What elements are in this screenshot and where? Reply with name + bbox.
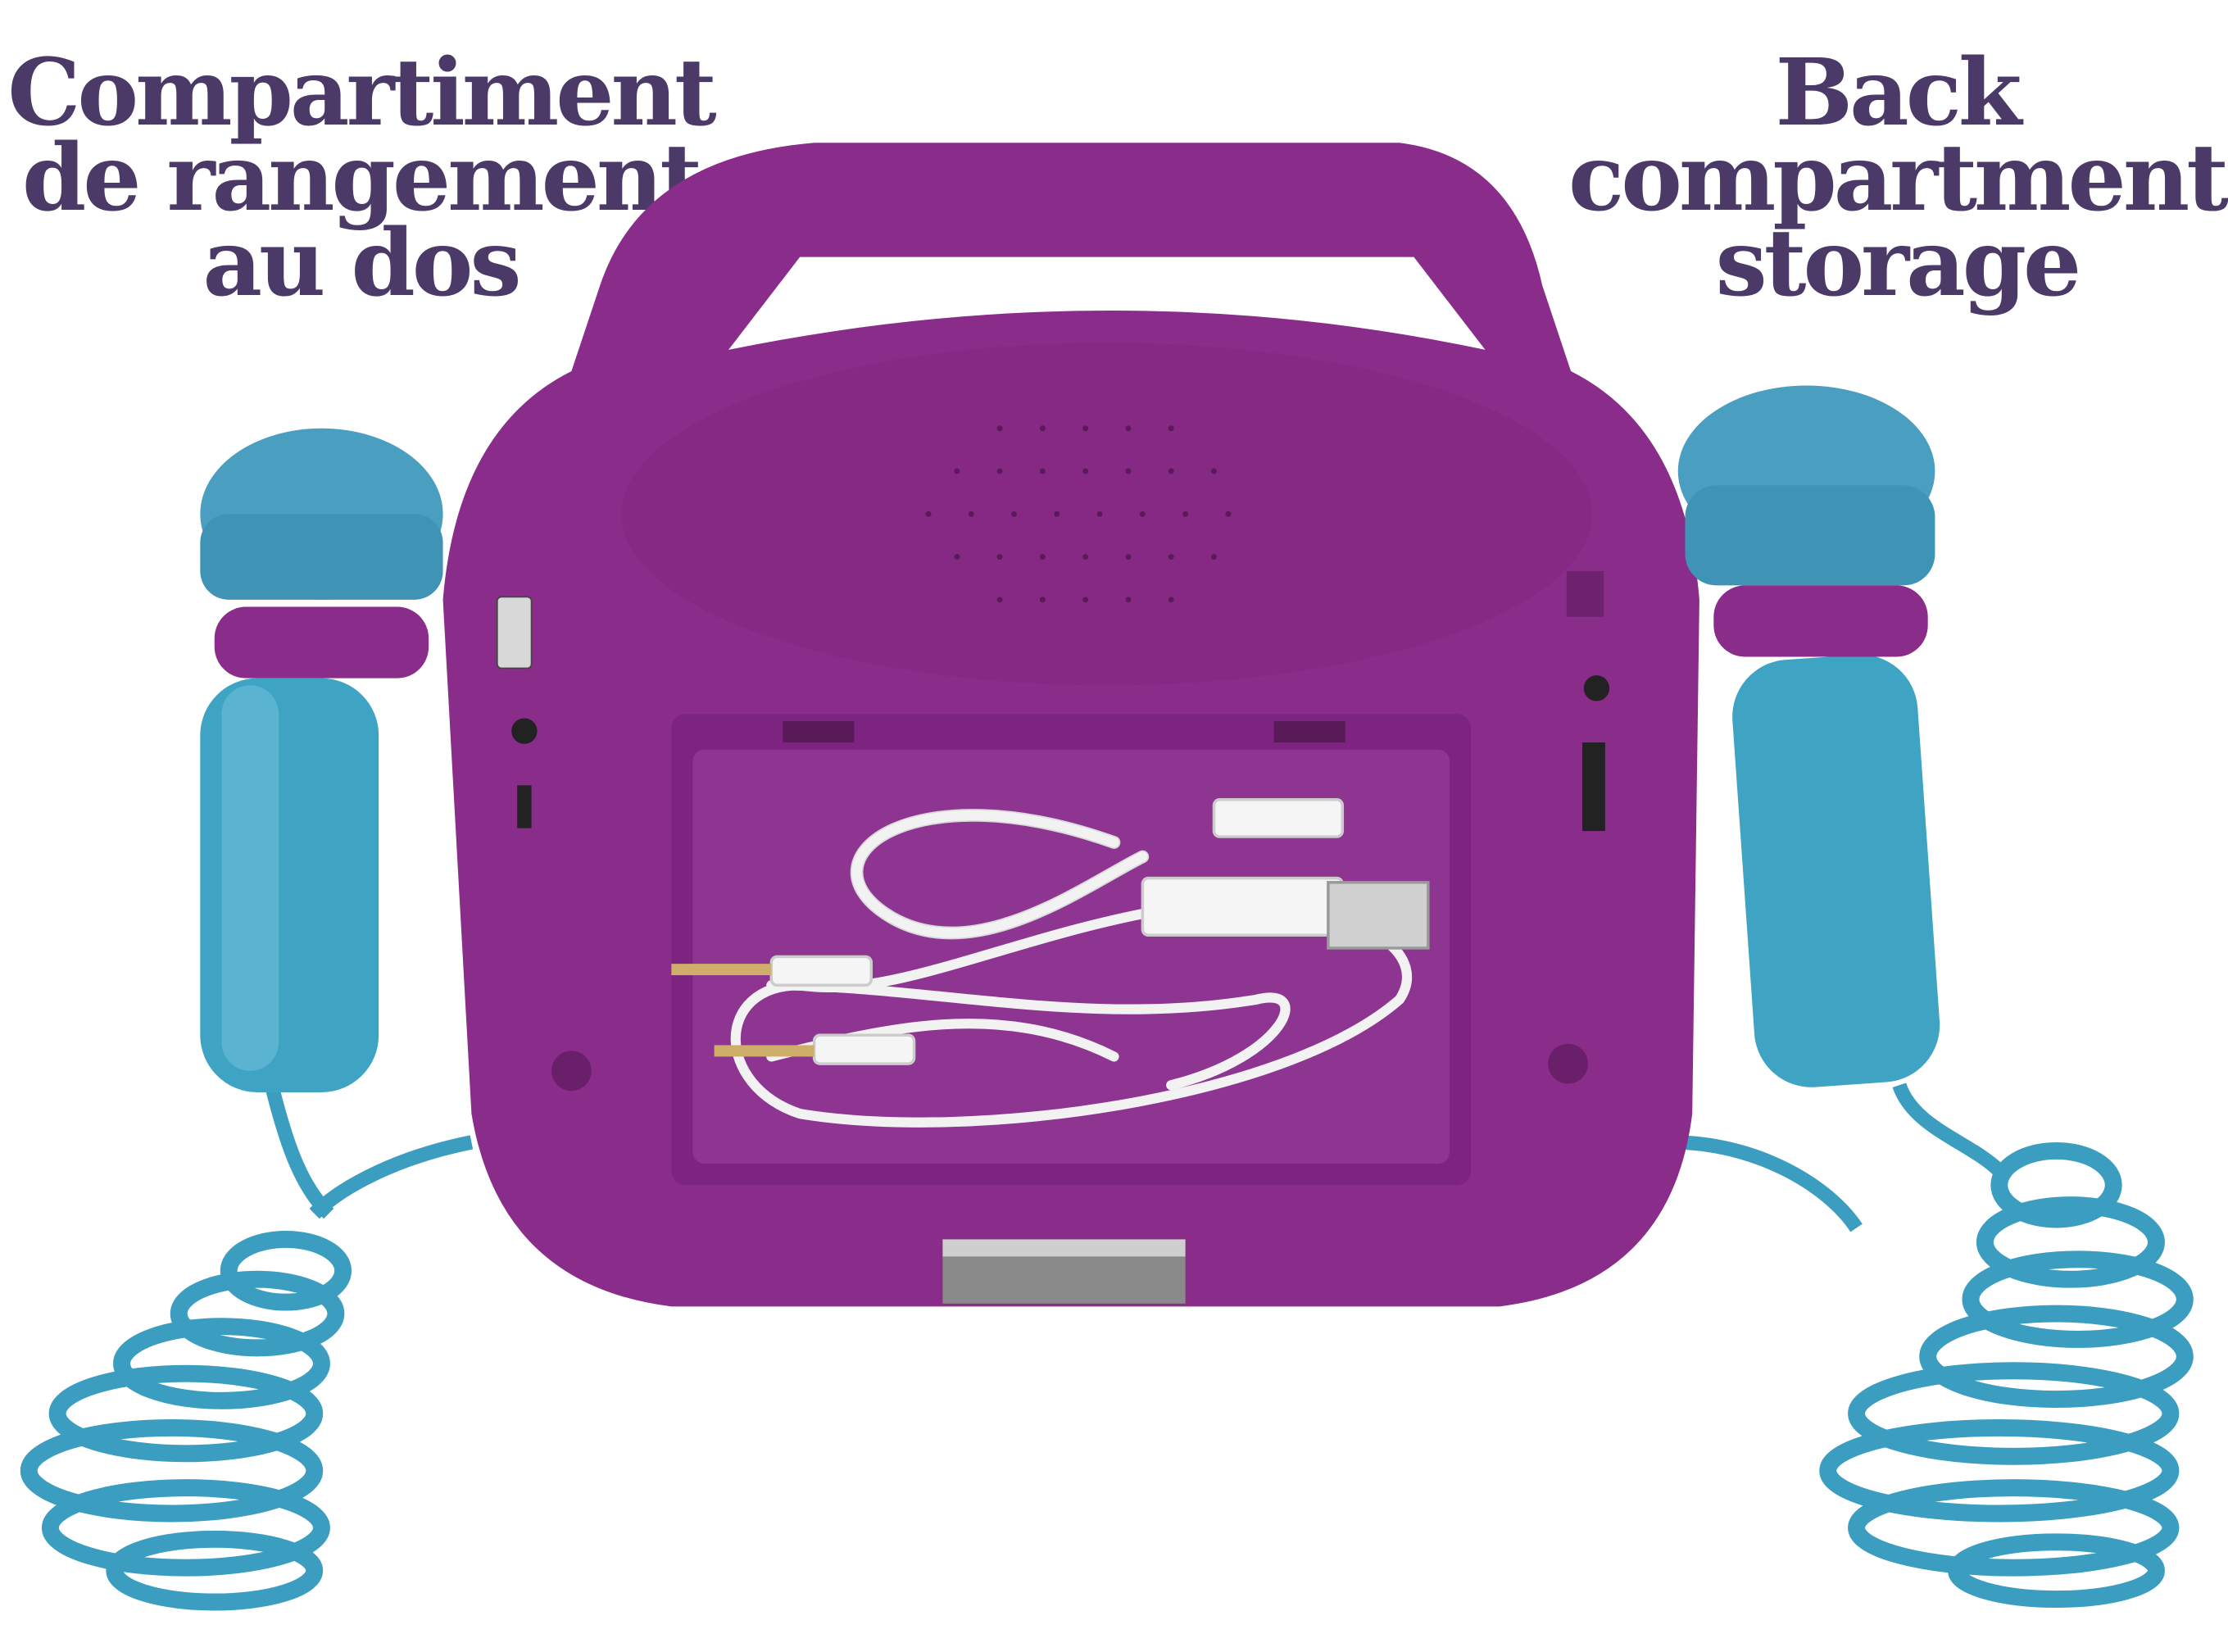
caption-line: storage — [1715, 210, 2082, 317]
grille-holes — [925, 425, 1232, 603]
caption-line: de rangement — [21, 125, 702, 232]
speaker-body — [442, 143, 1699, 1307]
aux-jack-right — [1583, 675, 1610, 701]
caption-french: Compartiment de rangement au dos — [0, 39, 729, 317]
usb-connector — [1327, 881, 1430, 950]
usb-port — [496, 596, 533, 669]
micro-usb-plug — [1212, 798, 1345, 838]
sd-card-slot — [1582, 742, 1605, 832]
caption-line: Back — [1775, 39, 2022, 147]
cables — [671, 798, 1430, 1128]
caption-english: Back compartment storage — [1528, 39, 2228, 317]
caption-line: au dos — [202, 210, 521, 317]
aux-jack-left — [511, 718, 538, 744]
usb-plug — [1141, 876, 1345, 937]
left-microphone — [200, 428, 443, 1092]
right-microphone — [1677, 385, 1940, 1087]
audio-jack-plug-2 — [812, 1033, 916, 1065]
left-coiled-cord — [20, 1083, 474, 1611]
caption-line: compartment — [1568, 125, 2228, 232]
right-coiled-cord — [1671, 1082, 2194, 1608]
micro-usb-port — [517, 785, 532, 828]
handle-opening — [728, 256, 1486, 350]
switch — [1566, 570, 1604, 617]
speaker-grille — [621, 343, 1593, 686]
caption-line: Compartiment — [7, 39, 716, 147]
audio-jack-plug-1 — [769, 955, 874, 987]
